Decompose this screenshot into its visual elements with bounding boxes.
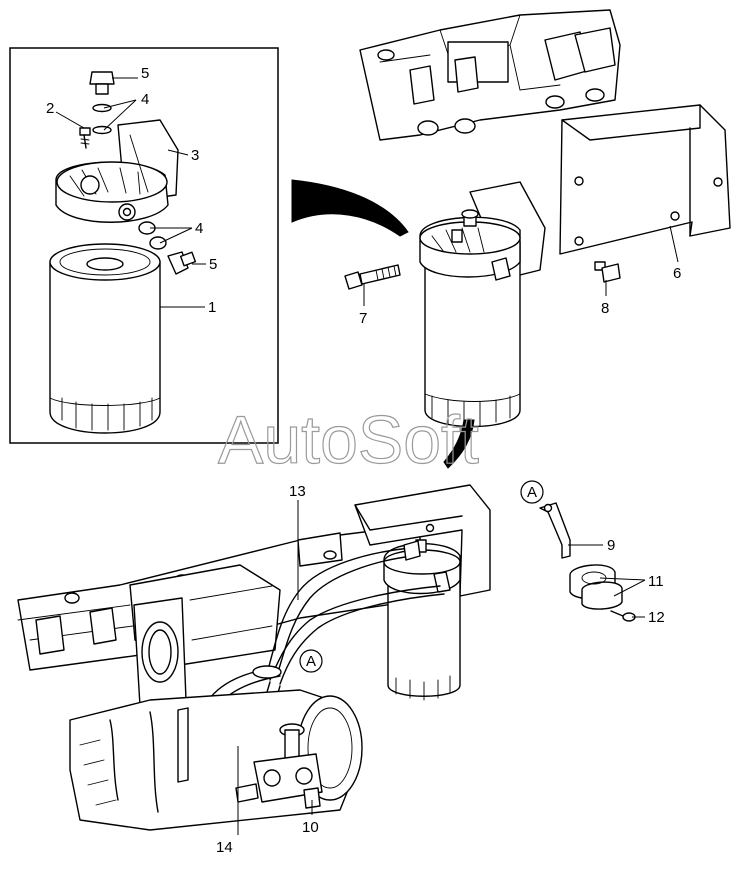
callout-14: 14	[216, 839, 233, 856]
view-marker-a-bottom: A	[306, 653, 316, 670]
part-1-filter-cartridge	[49, 243, 161, 434]
part-3-filter-head	[55, 119, 179, 223]
part-2-bleed-screw	[79, 127, 91, 149]
lower-leader-lines	[237, 500, 646, 835]
callout-8: 8	[601, 300, 609, 317]
part-10-priming-pump	[235, 723, 323, 809]
inset-leader-lines	[55, 77, 206, 308]
callout-4-lower: 4	[195, 220, 203, 237]
view-marker-a-top: A	[527, 484, 537, 501]
exploded-view-frame	[9, 47, 279, 444]
filter-assembly-lower	[383, 539, 461, 701]
upper-leader-lines	[363, 225, 679, 306]
callout-10: 10	[302, 819, 319, 836]
callout-13: 13	[289, 483, 306, 500]
part-11-clamps	[569, 564, 623, 610]
part-5-banjo-bolt-upper	[89, 71, 115, 95]
engine-block-lower	[17, 524, 421, 707]
callout-6: 6	[673, 265, 681, 282]
callout-3: 3	[191, 147, 199, 164]
part-8-bracket-bolt	[594, 261, 621, 283]
part-12-screw	[610, 610, 636, 622]
part-9-clip	[539, 502, 571, 559]
view-marker-a-top-circle	[520, 480, 544, 504]
assembly-arrow	[291, 179, 409, 237]
callout-12: 12	[648, 609, 665, 626]
callout-11: 11	[648, 573, 664, 590]
part-6-mounting-bracket	[559, 104, 731, 255]
engine-block-top	[359, 9, 621, 141]
downward-arrow	[443, 419, 475, 469]
filter-assembly-upper	[419, 181, 546, 428]
part-5-banjo-bolt-lower	[167, 251, 197, 275]
callout-2: 2	[46, 100, 54, 117]
callout-9: 9	[607, 537, 615, 554]
part-4-washers-lower	[138, 221, 167, 250]
part-4-washers-upper	[92, 103, 112, 135]
bracket-assembled	[354, 484, 491, 597]
callout-5-upper: 5	[141, 65, 149, 82]
callout-7: 7	[359, 310, 367, 327]
callout-5-lower: 5	[209, 256, 217, 273]
callout-4-upper: 4	[141, 91, 149, 108]
injection-pump	[69, 689, 363, 831]
watermark: AutoSoft	[218, 402, 479, 478]
part-7-long-bolt	[344, 264, 401, 290]
callout-1: 1	[208, 299, 216, 316]
view-marker-a-bottom-circle	[299, 649, 323, 673]
